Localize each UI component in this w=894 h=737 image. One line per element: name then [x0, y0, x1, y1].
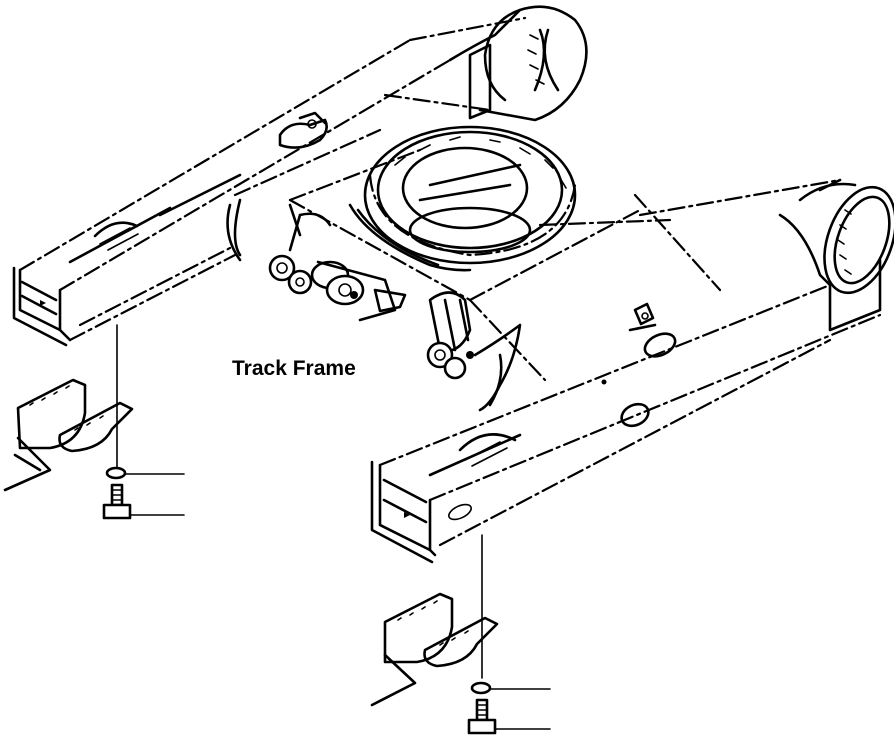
track-frame-label: Track Frame — [232, 357, 356, 380]
pivot-bosses — [268, 212, 474, 380]
left-track-guard-assembly — [3, 324, 185, 520]
right-track-guard-assembly — [370, 534, 551, 735]
right-side-frame — [370, 178, 894, 564]
left-side-frame — [12, 5, 588, 347]
center-cross-member — [226, 125, 722, 412]
